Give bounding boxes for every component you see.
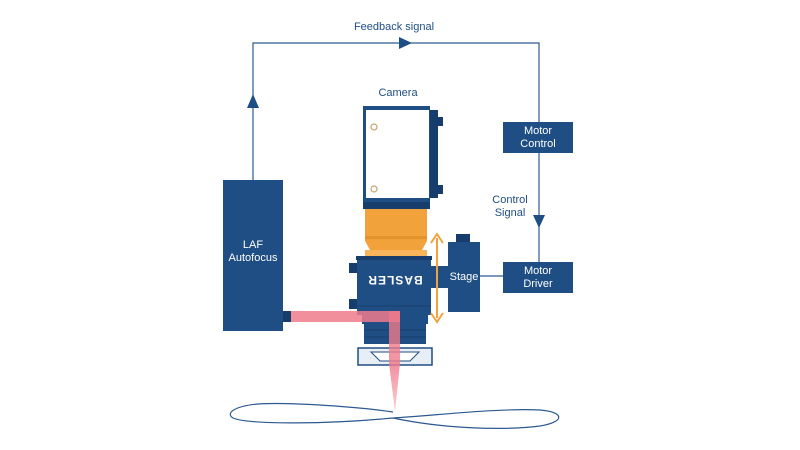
laf-port	[283, 311, 291, 322]
control-signal-arrow-down-icon	[533, 215, 545, 228]
feedback-arrow-right-icon	[399, 37, 412, 49]
feedback-signal-label: Feedback signal	[354, 21, 434, 33]
motor-control-label-line1: Motor	[524, 125, 552, 137]
motor-driver-box: Motor Driver	[503, 262, 573, 293]
control-signal-label-line1: Control	[492, 194, 527, 206]
camera-screw-bottom	[370, 185, 378, 193]
laf-autofocus-box: LAF Autofocus	[223, 180, 291, 331]
motor-control-box: Motor Control	[503, 122, 573, 153]
camera: BASLER	[363, 106, 443, 209]
control-signal-label-line2: Signal	[495, 207, 526, 219]
laf-label-line1: LAF	[243, 239, 263, 251]
lens-brand-logo: BASLER	[367, 273, 422, 287]
sample-surface	[229, 402, 560, 429]
laser-beam	[291, 311, 400, 412]
laf-label-line2: Autofocus	[229, 252, 278, 264]
feedback-loop	[252, 42, 540, 277]
camera-label: Camera	[378, 87, 418, 99]
stage: Stage	[430, 234, 480, 312]
motor-driver-label-line2: Driver	[523, 278, 553, 290]
lens	[365, 209, 427, 256]
stage-label: Stage	[450, 271, 479, 283]
feedback-line	[252, 42, 540, 182]
motor-control-label-line2: Control	[520, 138, 555, 150]
motor-driver-label-line1: Motor	[524, 265, 552, 277]
camera-screw-top	[370, 123, 378, 131]
stage-motion-arrow-icon	[430, 232, 444, 324]
feedback-arrow-up-icon	[247, 94, 259, 108]
camera-brand-logo: BASLER	[388, 124, 403, 183]
